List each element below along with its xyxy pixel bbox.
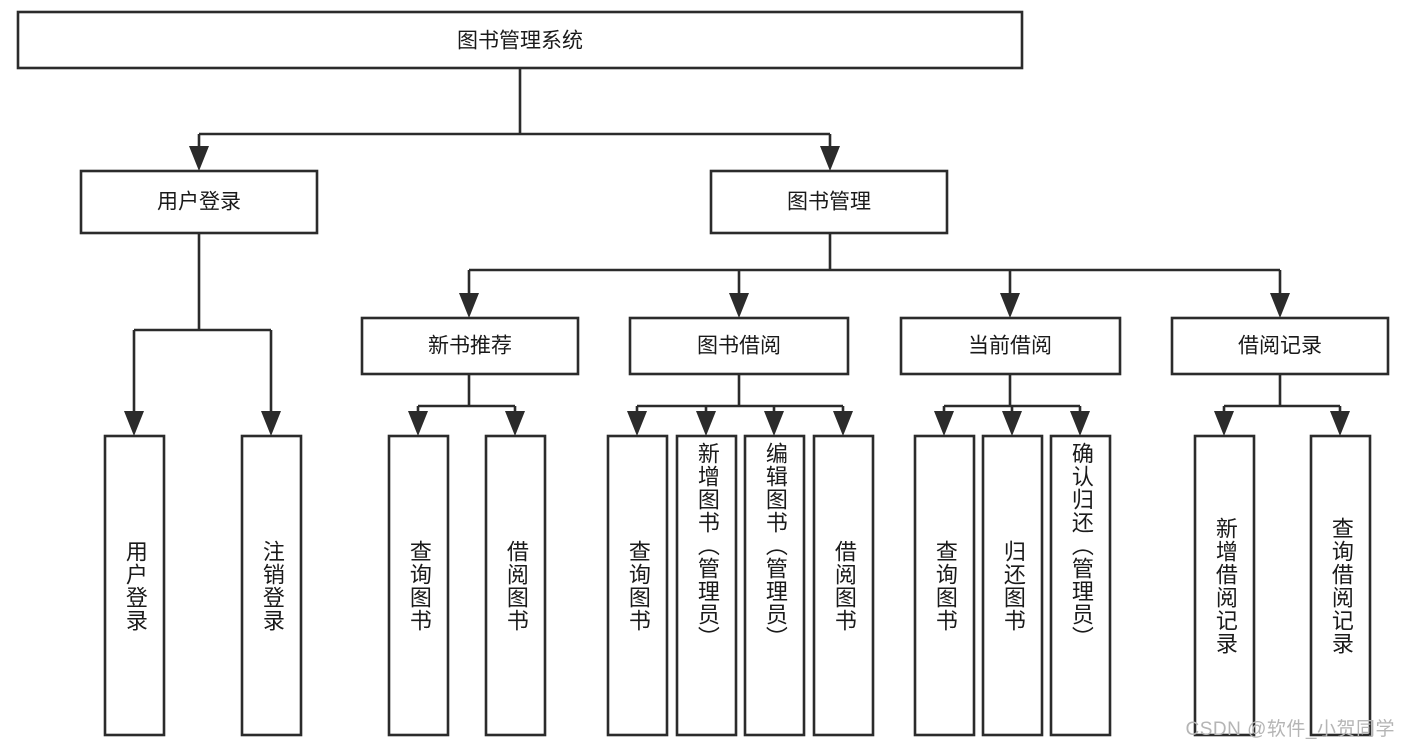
node-book-borrow-box[interactable] <box>628 316 850 376</box>
arrowhead-borrow-to-edit <box>764 411 784 436</box>
node-book-borrow-label: 图书借阅 <box>697 335 781 358</box>
node-new-book-recommend-box[interactable] <box>360 316 580 376</box>
node-book-management-box[interactable] <box>709 169 949 235</box>
arrowhead-bookmgmt-to-records <box>1270 293 1290 318</box>
node-current-borrow[interactable]: 当前借阅 <box>899 316 1122 376</box>
edge-records-bus <box>1222 374 1342 421</box>
leaf-box-confirm-return[interactable] <box>1049 434 1112 737</box>
leaf-box-query-book-3[interactable] <box>913 434 976 737</box>
arrowhead-current-to-confirm <box>1070 411 1090 436</box>
leaf-box-query-book-1[interactable] <box>387 434 450 737</box>
arrowhead-userlogin-to-logout <box>261 411 281 436</box>
arrowhead-bookmgmt-to-newbook <box>459 293 479 318</box>
node-book-management[interactable]: 图书管理 <box>709 169 949 235</box>
edge-bookmgmt-bus <box>467 233 1282 303</box>
leaf-box-return-book[interactable] <box>981 434 1044 737</box>
arrowhead-newbook-to-borrow <box>505 411 525 436</box>
node-borrow-records-box[interactable] <box>1170 316 1390 376</box>
leaf-box-query-book-2[interactable] <box>606 434 669 737</box>
arrowhead-records-to-add <box>1214 411 1234 436</box>
arrowhead-borrow-to-add <box>696 411 716 436</box>
csdn-watermark: CSDN @软件_小贺同学 <box>1185 719 1395 740</box>
arrowhead-current-to-query <box>934 411 954 436</box>
node-borrow-records[interactable]: 借阅记录 <box>1170 316 1390 376</box>
arrowhead-root-to-user-login <box>189 146 209 171</box>
leaf-box-query-record[interactable] <box>1309 434 1372 737</box>
arrowhead-userlogin-to-login <box>124 411 144 436</box>
node-root-label: 图书管理系统 <box>457 30 583 53</box>
leaf-box-user-login[interactable] <box>103 434 166 737</box>
leaf-box-add-book-admin[interactable] <box>675 434 738 737</box>
node-new-book-recommend-label: 新书推荐 <box>428 335 512 358</box>
node-book-borrow[interactable]: 图书借阅 <box>628 316 850 376</box>
edge-newbook-bus <box>416 374 517 421</box>
connector-layer <box>124 68 1350 436</box>
leaf-box-layer <box>103 434 1372 737</box>
node-root-box[interactable] <box>16 10 1024 70</box>
node-current-borrow-box[interactable] <box>899 316 1122 376</box>
node-user-login-label: 用户登录 <box>157 191 241 214</box>
node-current-borrow-label: 当前借阅 <box>968 335 1052 358</box>
arrowhead-bookmgmt-to-borrow <box>729 293 749 318</box>
arrowhead-records-to-query <box>1330 411 1350 436</box>
leaf-box-edit-book-admin[interactable] <box>743 434 806 737</box>
edge-userlogin-bus <box>132 233 273 421</box>
node-new-book-recommend[interactable]: 新书推荐 <box>360 316 580 376</box>
node-root[interactable]: 图书管理系统 <box>16 10 1024 70</box>
node-user-login-box[interactable] <box>79 169 319 235</box>
arrowhead-borrow-to-query <box>627 411 647 436</box>
arrowhead-current-to-return <box>1002 411 1022 436</box>
leaf-box-borrow-book-1[interactable] <box>484 434 547 737</box>
node-borrow-records-label: 借阅记录 <box>1238 335 1322 358</box>
arrowhead-borrow-to-lend <box>833 411 853 436</box>
edge-root-bus <box>197 68 832 156</box>
leaf-box-borrow-book-2[interactable] <box>812 434 875 737</box>
edge-borrow-bus <box>635 374 845 421</box>
leaf-box-add-record[interactable] <box>1193 434 1256 737</box>
leaf-box-logout[interactable] <box>240 434 303 737</box>
arrowhead-newbook-to-query <box>408 411 428 436</box>
node-user-login[interactable]: 用户登录 <box>79 169 319 235</box>
arrowhead-root-to-book-mgmt <box>820 146 840 171</box>
node-book-management-label: 图书管理 <box>787 191 871 214</box>
arrowhead-bookmgmt-to-current <box>1000 293 1020 318</box>
